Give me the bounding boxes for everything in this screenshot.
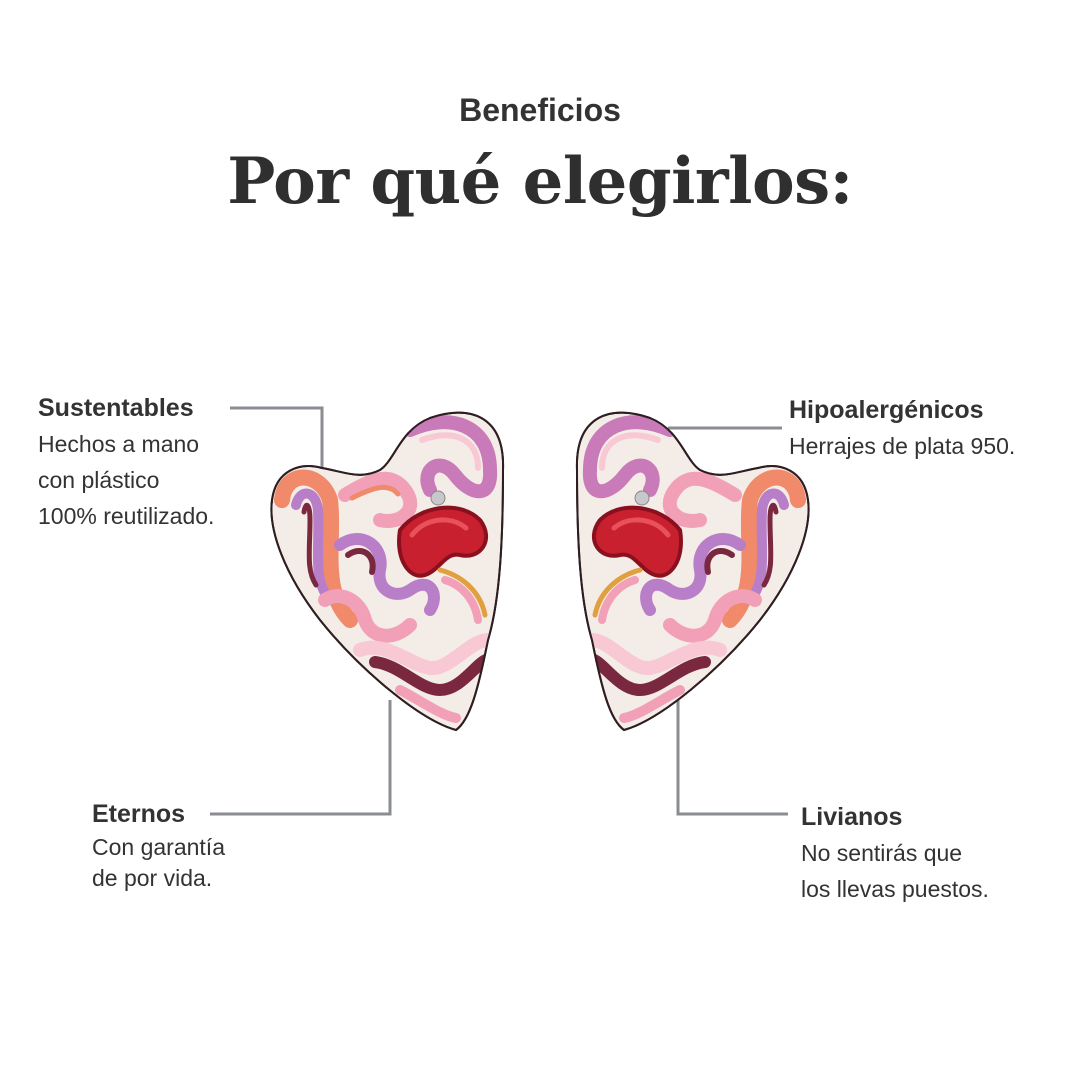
- section-eyebrow: Beneficios: [459, 92, 621, 128]
- benefit-title: Livianos: [801, 803, 903, 831]
- benefit-text-line: Herrajes de plata 950.: [789, 433, 1016, 459]
- benefit-title: Hipoalergénicos: [789, 396, 984, 424]
- benefit-title: Sustentables: [38, 394, 194, 422]
- heart-earring-left-icon: [270, 411, 505, 732]
- benefit-eternos: Eternos Con garantía de por vida.: [92, 796, 225, 894]
- benefit-hipoalergenicos: Hipoalergénicos Herrajes de plata 950.: [789, 392, 1015, 464]
- benefit-title: Eternos: [92, 800, 186, 828]
- benefit-text-line: 100% reutilizado.: [38, 503, 215, 529]
- silver-post-right-icon: [634, 490, 650, 506]
- benefit-text-line: No sentirás que: [801, 840, 963, 866]
- benefit-livianos: Livianos No sentirás que los llevas pues…: [801, 799, 989, 907]
- page-title: Por qué elegirlos:: [227, 144, 853, 219]
- benefit-text-line: Con garantía: [92, 834, 225, 860]
- benefit-text-line: de por vida.: [92, 865, 213, 891]
- heart-earring-right-icon: [575, 411, 810, 732]
- benefit-text-line: Hechos a mano: [38, 431, 200, 457]
- benefit-sustentables: Sustentables Hechos a mano con plástico …: [38, 390, 214, 534]
- benefit-text-line: los llevas puestos.: [801, 876, 989, 902]
- silver-post-left-icon: [430, 490, 446, 506]
- benefit-text-line: con plástico: [38, 467, 160, 493]
